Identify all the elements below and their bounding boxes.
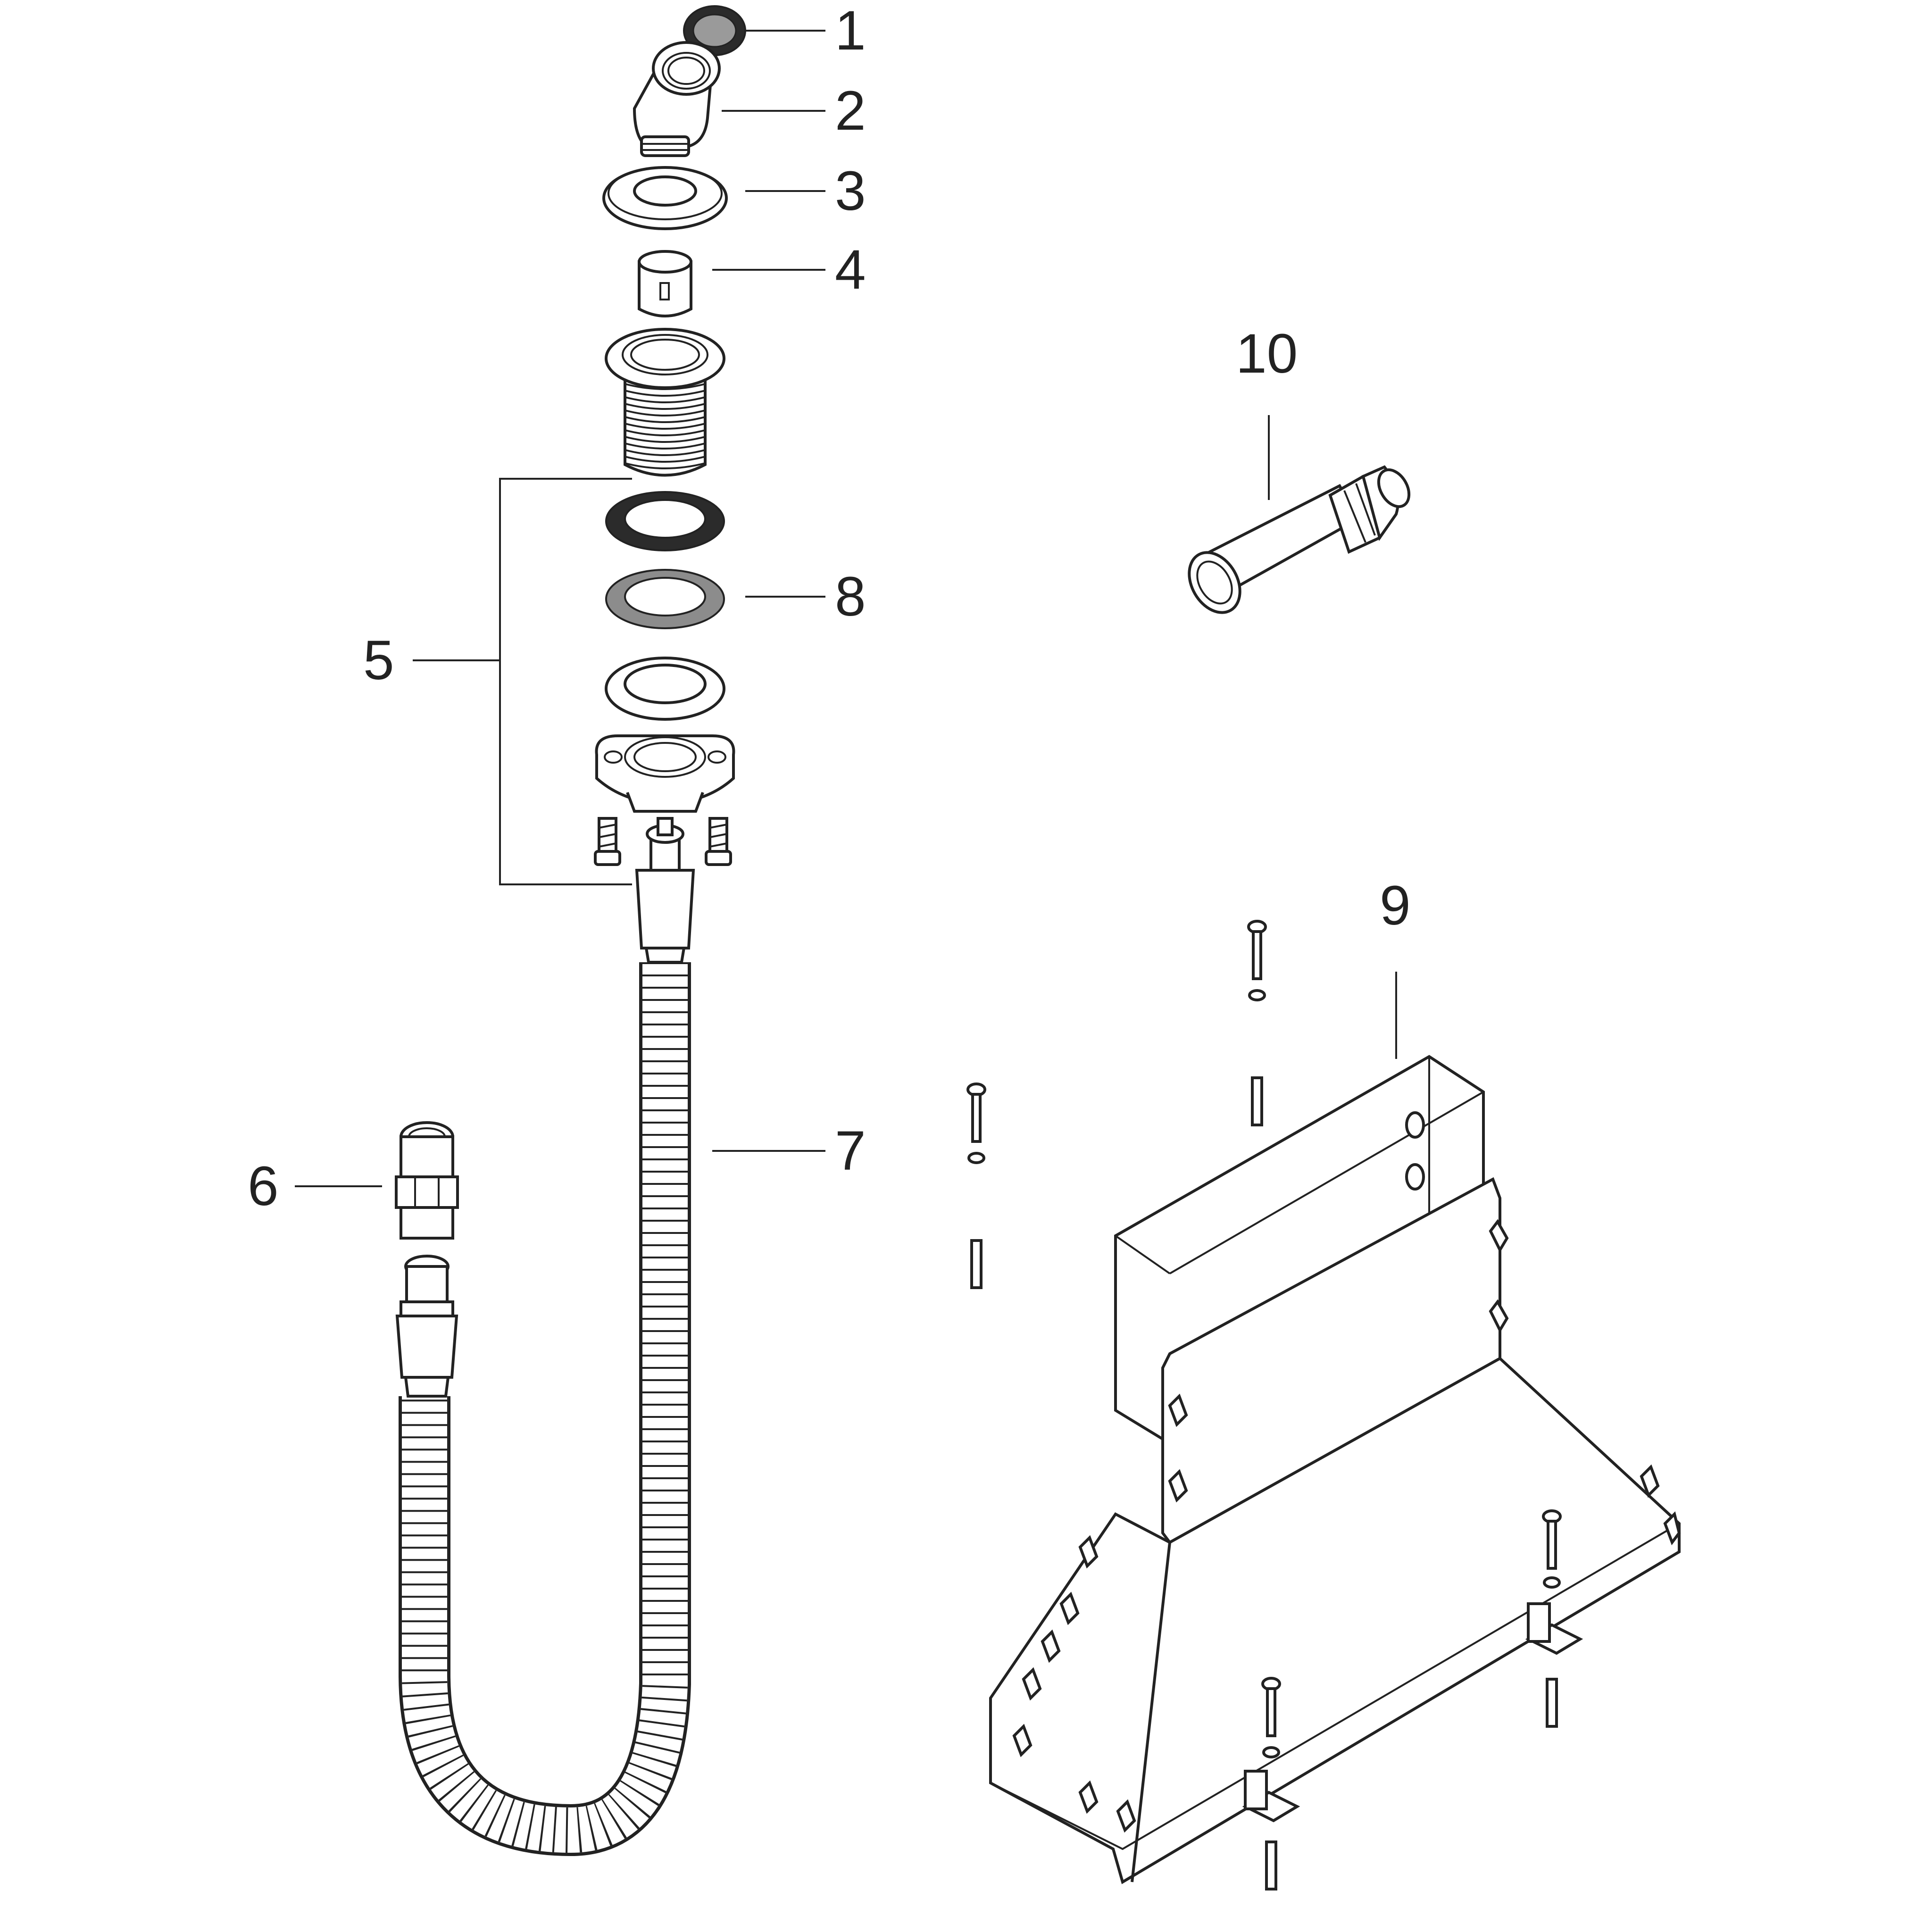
thread-ring [625, 449, 706, 456]
thread-ring [625, 416, 706, 423]
callout-label-6: 6 [248, 1155, 279, 1217]
callout-4: 4 [712, 239, 866, 301]
part-2-elbow [633, 41, 721, 157]
part-threaded-shank [605, 328, 725, 477]
callout-9: 9 [1380, 874, 1411, 1059]
thread-ring [625, 409, 706, 416]
thread-ring [625, 429, 706, 436]
thread-ring [625, 403, 706, 410]
part-10-extension [1188, 465, 1411, 614]
callout-7: 7 [712, 1120, 866, 1182]
callout-label-5: 5 [363, 629, 394, 691]
callout-label-9: 9 [1380, 874, 1411, 937]
thread-ring [625, 456, 706, 463]
thread-ring [625, 390, 706, 397]
part-8-grey-washer [605, 569, 725, 629]
screw-set-right [1542, 1509, 1562, 1728]
thread-ring [625, 442, 706, 450]
callout-label-1: 1 [835, 0, 866, 62]
thread-ring [625, 462, 706, 469]
screw-set-bottom [1261, 1677, 1281, 1890]
callout-10: 10 [1236, 323, 1298, 500]
screw-set-left [966, 1083, 986, 1289]
part-screw-right [705, 817, 732, 866]
part-flange-nut [595, 734, 735, 813]
callout-8: 8 [745, 566, 866, 628]
screw-set-top [1247, 920, 1267, 1126]
callout-1: 1 [745, 0, 866, 62]
callout-6: 6 [248, 1155, 382, 1217]
part-9-mounting-box [989, 1055, 1681, 1884]
thread-ring [625, 423, 706, 430]
callout-label-7: 7 [835, 1120, 866, 1182]
callout-label-4: 4 [835, 239, 866, 301]
callout-label-3: 3 [835, 160, 866, 222]
part-white-washer [605, 657, 725, 721]
part-7-hose [399, 962, 691, 1857]
part-7-hose-connector-top [635, 817, 695, 964]
part-screw-left [594, 817, 621, 866]
part-6-nipple [395, 1121, 459, 1240]
callout-3: 3 [745, 160, 866, 222]
callout-label-8: 8 [835, 566, 866, 628]
thread-ring [625, 436, 706, 443]
part-3-rosette [602, 166, 728, 230]
part-4-sleeve [638, 250, 692, 317]
part-hose-connector-bottom [395, 1255, 458, 1398]
callout-5: 5 [363, 478, 632, 885]
thread-ring [625, 396, 706, 403]
callout-2: 2 [722, 80, 866, 142]
callout-label-10: 10 [1236, 323, 1298, 385]
callout-label-2: 2 [835, 80, 866, 142]
part-black-washer [605, 491, 725, 551]
